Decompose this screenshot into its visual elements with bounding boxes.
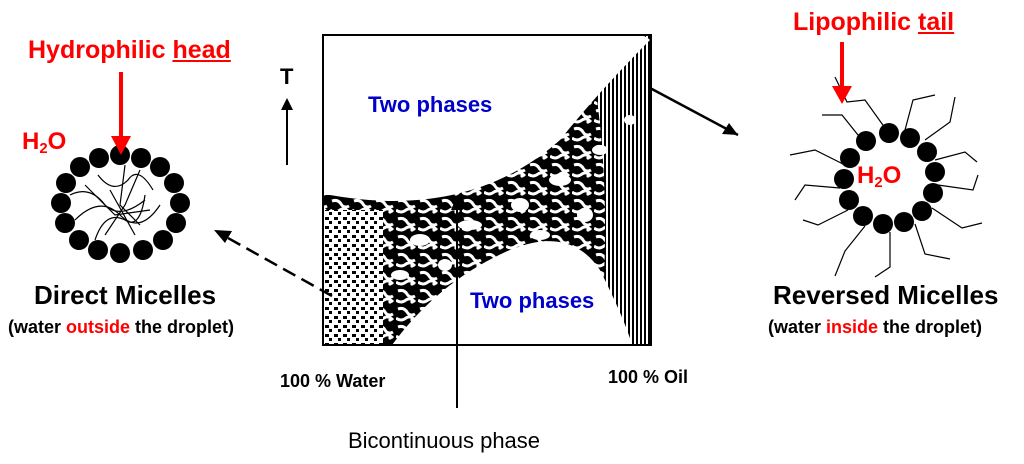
tail-word: tail <box>918 8 955 36</box>
reversed-sub-pre: (water <box>768 317 827 337</box>
direct-sub-pre: (water <box>8 317 67 337</box>
bicontinuous-phase-label: Bicontinuous phase <box>348 428 541 453</box>
phase-diagram <box>323 35 651 345</box>
upper-two-phases-label: Two phases <box>368 92 493 117</box>
temperature-axis-label: T <box>280 64 294 89</box>
reversed-sub-post: the droplet) <box>878 317 983 337</box>
direct-micelle-drawing <box>51 145 190 263</box>
direct-sub-key: outside <box>66 317 131 337</box>
direct-micelles-title: Direct Micelles <box>34 280 217 310</box>
lipophilic-word: Lipophilic <box>793 8 912 36</box>
water-h-right: H <box>857 162 875 189</box>
reversed-micelle-drawing <box>789 76 983 278</box>
water-sub-right: 2 <box>874 175 883 192</box>
direct-water-label: H2O <box>22 130 66 157</box>
water-o: O <box>47 128 67 155</box>
x-left-label: 100 % Water <box>280 371 386 391</box>
head-word: head <box>172 36 231 64</box>
reversed-micelles-title: Reversed Micelles <box>773 280 999 310</box>
direct-sub-post: the droplet) <box>130 317 235 337</box>
water-o-right: O <box>882 162 902 189</box>
lower-two-phases-label: Two phases <box>470 288 595 313</box>
direct-micelles-subtitle: (water outside the droplet) <box>8 318 234 336</box>
hydrophilic-word: Hydrophilic <box>28 36 166 64</box>
lipophilic-tail-label: Lipophilic tail <box>793 10 954 35</box>
water-h: H <box>22 128 40 155</box>
reversed-micelles-subtitle: (water inside the droplet) <box>768 318 982 336</box>
hydrophilic-head-label: Hydrophilic head <box>28 38 231 63</box>
reversed-water-label: H2O <box>857 164 901 191</box>
reversed-sub-key: inside <box>826 317 879 337</box>
water-sub: 2 <box>39 141 48 158</box>
x-right-label: 100 % Oil <box>608 367 689 387</box>
